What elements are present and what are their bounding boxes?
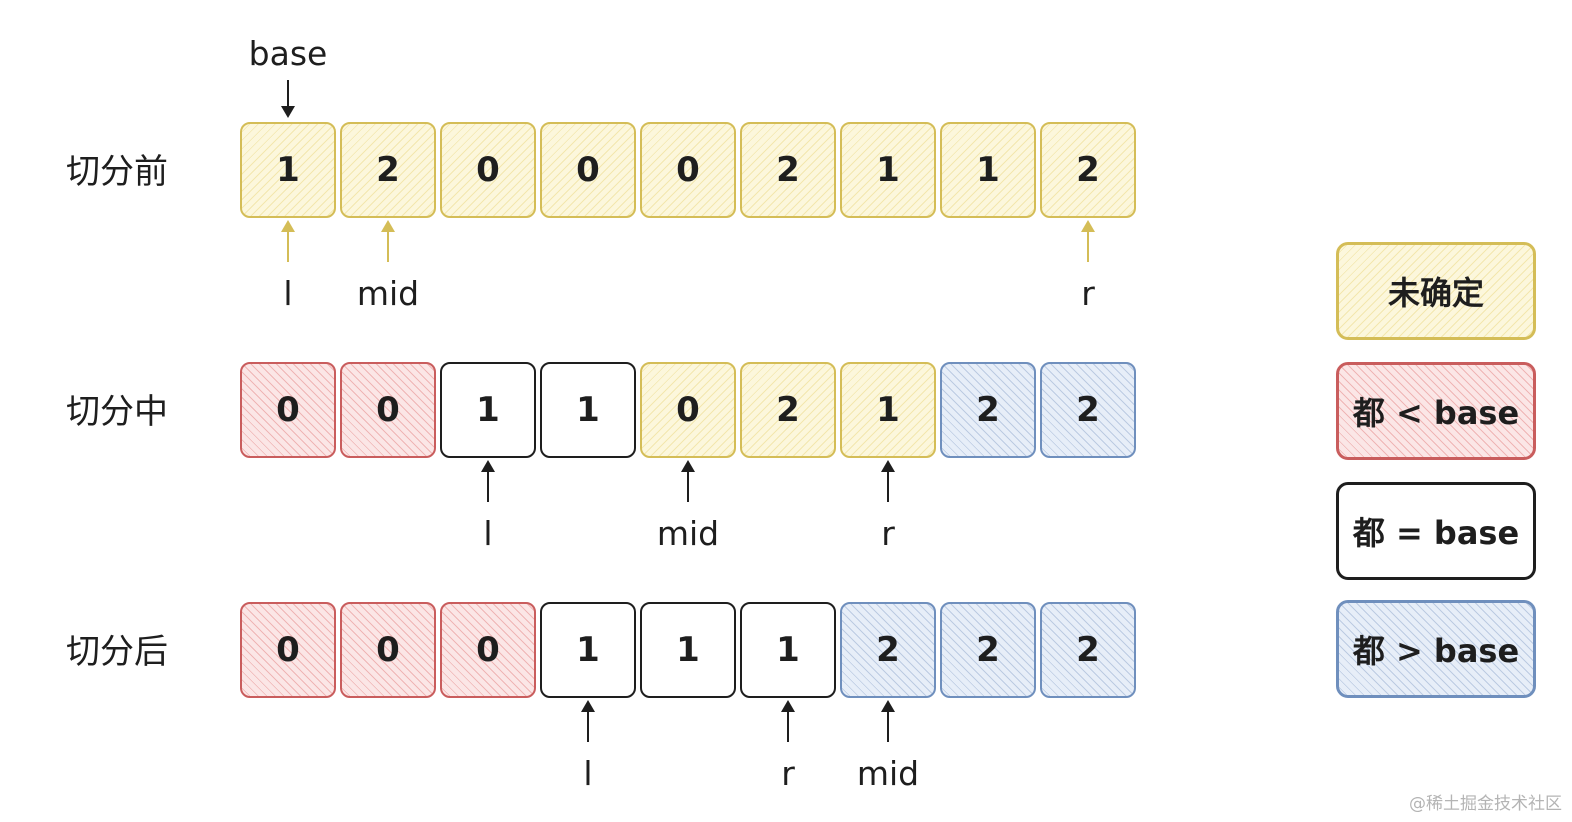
array-cell: 0 (640, 362, 736, 458)
arrow-head (881, 700, 895, 712)
row-label: 切分前 (66, 152, 168, 192)
array-cell: 0 (240, 362, 336, 458)
array-cell: 1 (740, 602, 836, 698)
array-cell: 2 (1040, 362, 1136, 458)
array-cell: 0 (440, 122, 536, 218)
legend-item-greater: 都 > base (1336, 600, 1536, 698)
pointer-label-mid: mid (856, 754, 920, 793)
arrow-head (1081, 220, 1095, 232)
array-cell: 2 (340, 122, 436, 218)
row-label: 切分后 (66, 632, 168, 672)
array-cell: 2 (1040, 122, 1136, 218)
array-cell: 0 (340, 602, 436, 698)
row-label: 切分中 (66, 392, 168, 432)
array-cell: 0 (340, 362, 436, 458)
pointer-label-l: l (483, 514, 493, 553)
array-cell: 1 (940, 122, 1036, 218)
pointer-label-l: l (283, 274, 293, 313)
array-cell: 0 (640, 122, 736, 218)
arrow-shaft (387, 228, 389, 262)
arrow-shaft (787, 708, 789, 742)
arrow-shaft (287, 228, 289, 262)
array-cell: 2 (840, 602, 936, 698)
legend-item-undecided: 未确定 (1336, 242, 1536, 340)
arrow-shaft (687, 468, 689, 502)
arrow-head (581, 700, 595, 712)
watermark: @稀土掘金技术社区 (1409, 794, 1562, 814)
array-cell: 0 (540, 122, 636, 218)
array-cell: 1 (540, 602, 636, 698)
pointer-label-mid: mid (356, 274, 420, 313)
pointer-label-r: r (881, 514, 895, 553)
array-cell: 1 (240, 122, 336, 218)
legend-item-less: 都 < base (1336, 362, 1536, 460)
arrow-head (381, 220, 395, 232)
arrow-shaft (1087, 228, 1089, 262)
array-cell: 1 (540, 362, 636, 458)
array-cell: 2 (940, 602, 1036, 698)
array-cell: 2 (740, 122, 836, 218)
array-cell: 2 (940, 362, 1036, 458)
array-cell: 1 (840, 122, 936, 218)
array-cell: 1 (640, 602, 736, 698)
legend-item-equal: 都 = base (1336, 482, 1536, 580)
pointer-label-r: r (1081, 274, 1095, 313)
arrow-head (881, 460, 895, 472)
pointer-label-l: l (583, 754, 593, 793)
pointer-label-base: base (248, 34, 328, 73)
arrow-head (681, 460, 695, 472)
array-cell: 0 (240, 602, 336, 698)
pointer-label-mid: mid (656, 514, 720, 553)
array-cell: 1 (840, 362, 936, 458)
arrow-head (781, 700, 795, 712)
array-cell: 2 (740, 362, 836, 458)
arrow-shaft (887, 708, 889, 742)
array-cell: 1 (440, 362, 536, 458)
array-cell: 0 (440, 602, 536, 698)
arrow-head (281, 106, 295, 118)
arrow-shaft (287, 80, 289, 110)
array-cell: 2 (1040, 602, 1136, 698)
arrow-shaft (487, 468, 489, 502)
arrow-shaft (887, 468, 889, 502)
pointer-label-r: r (781, 754, 795, 793)
arrow-head (281, 220, 295, 232)
arrow-head (481, 460, 495, 472)
arrow-shaft (587, 708, 589, 742)
